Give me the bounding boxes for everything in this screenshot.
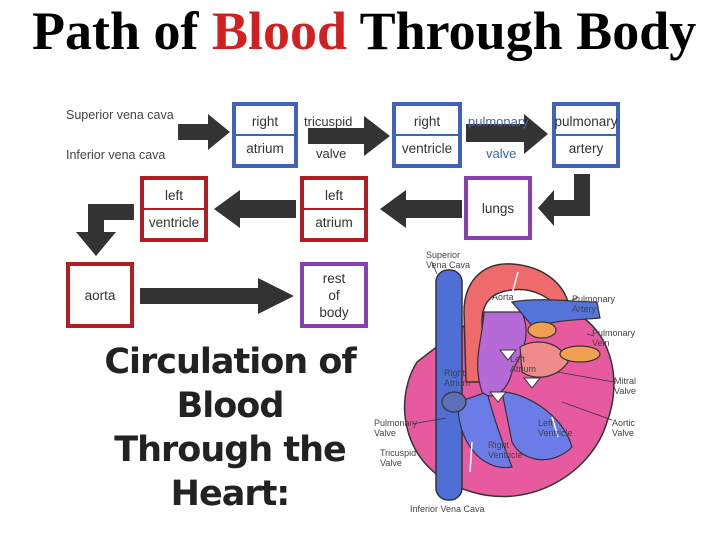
circulation-line2: Blood	[100, 384, 360, 428]
rv-line2: Ventricle	[488, 450, 523, 460]
pvalve-line2: Valve	[374, 428, 417, 438]
left-ventricle-divider	[144, 208, 204, 210]
pvalve-line1: Pulmonary	[374, 418, 417, 428]
box-rest-of-body: rest of body	[300, 262, 368, 328]
mitral-line2: Valve	[614, 386, 636, 396]
pulmonary-artery-line2: artery	[569, 140, 604, 157]
pulmonary-artery-divider	[556, 134, 616, 136]
arrow-elbow-down	[74, 202, 136, 258]
aortic-line2: Valve	[612, 428, 635, 438]
right-ventricle-divider	[396, 134, 458, 136]
box-left-ventricle: left ventricle	[140, 176, 208, 242]
right-atrium-divider	[236, 134, 294, 136]
left-atrium-divider	[304, 208, 364, 210]
circulation-line1: Circulation of	[100, 340, 360, 384]
box-left-atrium: left atrium	[300, 176, 368, 242]
right-ventricle-line2: ventricle	[402, 140, 452, 157]
label-pulmonary: pulmonary	[468, 114, 529, 129]
circulation-line4: Heart:	[100, 472, 360, 516]
rest-line1: rest	[323, 270, 346, 287]
title-part1: Path of	[32, 1, 212, 61]
arrow-left-2	[212, 190, 298, 228]
ra-line2: Atrium	[444, 378, 470, 388]
ra-line1: Right	[444, 368, 470, 378]
left-ventricle-line1: left	[165, 187, 183, 204]
label-pulmonary-valve: valve	[486, 146, 516, 161]
la-line1: Left	[510, 354, 536, 364]
box-right-atrium: right atrium	[232, 102, 298, 168]
rest-line3: body	[319, 304, 348, 321]
arrow-right-2	[304, 114, 392, 158]
box-right-ventricle: right ventricle	[392, 102, 462, 168]
right-ventricle-line1: right	[414, 113, 440, 130]
lv-line1: Left	[538, 418, 573, 428]
box-aorta: aorta	[66, 262, 134, 328]
arrow-left-1	[378, 190, 464, 228]
heart-label-ivc: Inferior Vena Cava	[410, 504, 485, 514]
aortic-line1: Aortic	[612, 418, 635, 428]
title-highlight: Blood	[212, 1, 347, 61]
left-atrium-line1: left	[325, 187, 343, 204]
circulation-heading: Circulation of Blood Through the Heart:	[100, 340, 360, 516]
lv-line2: Ventricle	[538, 428, 573, 438]
rest-line2: of	[328, 287, 339, 304]
title-part2: Through Body	[347, 1, 696, 61]
box-pulmonary-artery: pulmonary artery	[552, 102, 620, 168]
tv-line2: Valve	[380, 458, 416, 468]
tv-line1: Tricuspid	[380, 448, 416, 458]
slide-title: Path of Blood Through Body	[32, 0, 720, 68]
right-atrium-line2: atrium	[246, 140, 284, 157]
flow-diagram: Superior vena cava Inferior vena cava ri…	[60, 96, 620, 336]
pv-line2: Vein	[592, 338, 635, 348]
pulmonary-artery-line1: pulmonary	[554, 113, 617, 130]
circulation-line3: Through the	[100, 428, 360, 472]
mitral-line1: Mitral	[614, 376, 636, 386]
left-ventricle-line2: ventricle	[149, 214, 199, 231]
arrow-elbow-down-left	[536, 172, 600, 230]
la-line2: Atrium	[510, 364, 536, 374]
box-lungs: lungs	[464, 176, 532, 240]
arrow-right-4	[140, 276, 298, 316]
rv-line1: Right	[488, 440, 523, 450]
label-inferior-vena-cava: Inferior vena cava	[66, 148, 165, 162]
right-atrium-line1: right	[252, 113, 278, 130]
left-atrium-line2: atrium	[315, 214, 353, 231]
label-superior-vena-cava: Superior vena cava	[66, 108, 174, 122]
arrow-right-1	[178, 112, 232, 152]
